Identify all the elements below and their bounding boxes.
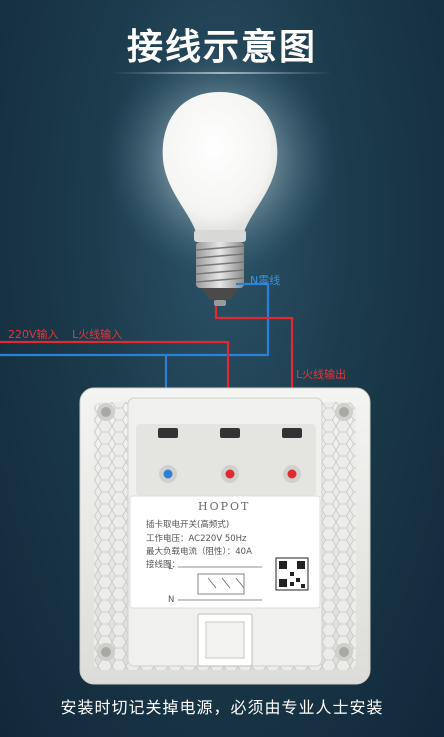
- label-neutral: N零线: [250, 274, 281, 287]
- terminal-l-label: L: [168, 562, 173, 572]
- light-bulb-icon: [162, 92, 278, 306]
- terminal-n-label: N: [168, 595, 175, 605]
- page-title: 接线示意图: [126, 27, 317, 68]
- title-underline: [112, 72, 332, 74]
- safety-warning: 安装时切记关掉电源，必须由专业人士安装: [60, 698, 384, 717]
- brand-logo: HOPOT: [198, 500, 251, 513]
- label-live-output: L火线输出: [296, 368, 347, 381]
- load-spec: 最大负载电流（阻性）：40A: [146, 547, 252, 557]
- switch-plate: [79, 387, 371, 685]
- wiring-label: 接线图：: [146, 560, 181, 570]
- neutral-wire: [0, 282, 270, 357]
- label-live-input: L火线输入: [72, 328, 123, 341]
- voltage-spec: 工作电压：AC220V 50Hz: [146, 534, 247, 544]
- product-name: 插卡取电开关(高频式): [146, 520, 230, 530]
- label-220v-input: 220V输入: [8, 328, 59, 341]
